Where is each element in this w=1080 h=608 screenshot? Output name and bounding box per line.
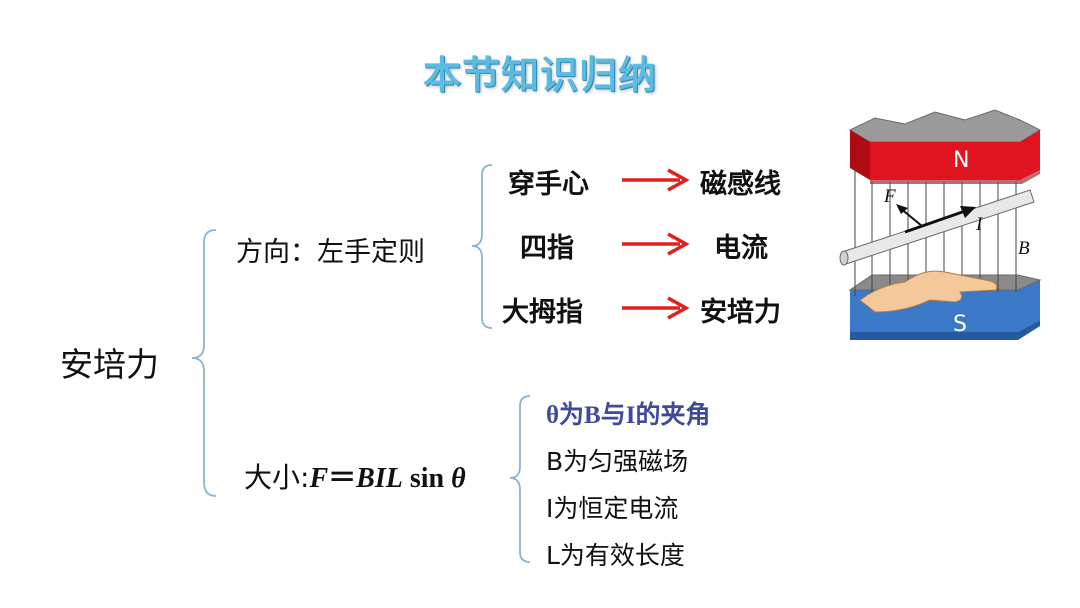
root-label: 安培力	[60, 345, 159, 384]
current-label: I	[976, 214, 983, 235]
mapping-to: 电流	[714, 233, 768, 264]
mapping-to: 磁感线	[700, 169, 781, 200]
arrow-icon	[622, 168, 690, 192]
direction-label: 方向：左手定则	[236, 237, 425, 268]
arrow-icon	[622, 296, 690, 320]
magnitude-note: θ为B与I的夹角	[546, 402, 711, 429]
left-hand-rule-figure	[839, 109, 1042, 340]
magnitude-note: I为恒定电流	[546, 494, 679, 523]
north-label: N	[953, 148, 970, 173]
mapping-from: 穿手心	[508, 169, 589, 200]
direction-bracket	[471, 164, 493, 329]
mapping-to: 安培力	[700, 297, 781, 328]
field-label: B	[1018, 238, 1030, 259]
formula: F＝BIL sin θ	[309, 463, 466, 494]
arrow-icon	[622, 232, 690, 256]
magnitude-label: 大小:F＝BIL sin θ	[244, 456, 466, 496]
force-label: F	[884, 186, 896, 207]
mapping-from: 大拇指	[502, 297, 583, 328]
magnitude-note: L为有效长度	[546, 541, 685, 570]
magnitude-bracket	[509, 395, 531, 563]
south-label: S	[953, 312, 967, 337]
mapping-from: 四指	[520, 233, 574, 264]
page-title: 本节知识归纳	[422, 53, 657, 97]
root-bracket	[191, 229, 217, 497]
magnitude-prefix: 大小:	[244, 461, 310, 494]
magnitude-note: B为匀强磁场	[546, 447, 689, 476]
